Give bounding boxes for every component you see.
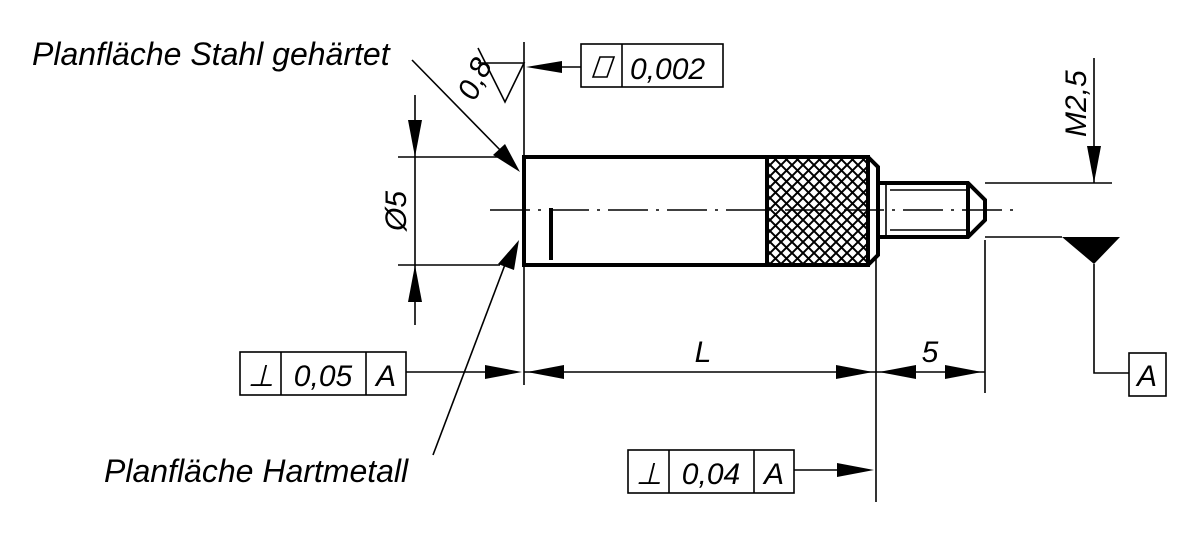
label-surface-steel: Planfläche Stahl gehärtet	[32, 36, 391, 72]
diameter-label: Ø5	[380, 191, 413, 232]
arrow-head	[1087, 146, 1101, 183]
length-dimensions: L 5	[523, 240, 986, 502]
thread-length-label: 5	[922, 336, 939, 369]
leaders	[411, 59, 520, 456]
diameter-dimension: Ø5	[380, 95, 500, 325]
arrow-head	[945, 365, 982, 379]
flatness-icon	[591, 56, 616, 78]
perpendicularity-bottom-datum: A	[762, 458, 784, 491]
roughness-value: 0,8	[451, 53, 499, 105]
perpendicular-icon: ⊥	[636, 458, 662, 491]
datum-label: A	[1135, 360, 1157, 393]
arrow-head	[879, 365, 916, 379]
flatness-value: 0,002	[630, 53, 705, 86]
arrow-head	[493, 144, 520, 172]
leader-carbide	[432, 261, 507, 456]
perpendicularity-left-datum: A	[374, 360, 396, 393]
perpendicularity-frame-left: ⊥ 0,05 A	[239, 351, 522, 396]
length-label: L	[695, 336, 712, 369]
thread-label: M2,5	[1060, 70, 1093, 137]
arrow-head	[485, 365, 522, 379]
perpendicular-icon: ⊥	[248, 360, 274, 393]
chamfer-end	[866, 155, 880, 267]
arrow-head	[837, 463, 874, 477]
thread-dimension: M2,5	[985, 58, 1112, 238]
perpendicularity-frame-bottom: ⊥ 0,04 A	[627, 449, 874, 494]
roughness-triangle	[477, 47, 526, 104]
arrow-head	[836, 365, 873, 379]
arrow-head	[408, 120, 422, 157]
knurled-section	[767, 159, 866, 263]
part-body	[490, 155, 1020, 267]
perpendicularity-left-value: 0,05	[294, 360, 353, 393]
main-cylinder	[522, 155, 870, 267]
arrow-head	[526, 61, 562, 73]
arrow-head	[527, 365, 564, 379]
datum-triangle	[1062, 237, 1120, 264]
perpendicularity-bottom-value: 0,04	[682, 458, 740, 491]
flatness-frame: 0,002	[526, 43, 724, 88]
datum-feature: A	[1062, 237, 1167, 397]
arrow-head	[408, 265, 422, 302]
leader-steel	[411, 59, 505, 155]
arrow-head	[498, 240, 519, 270]
label-surface-carbide: Planfläche Hartmetall	[104, 453, 409, 489]
